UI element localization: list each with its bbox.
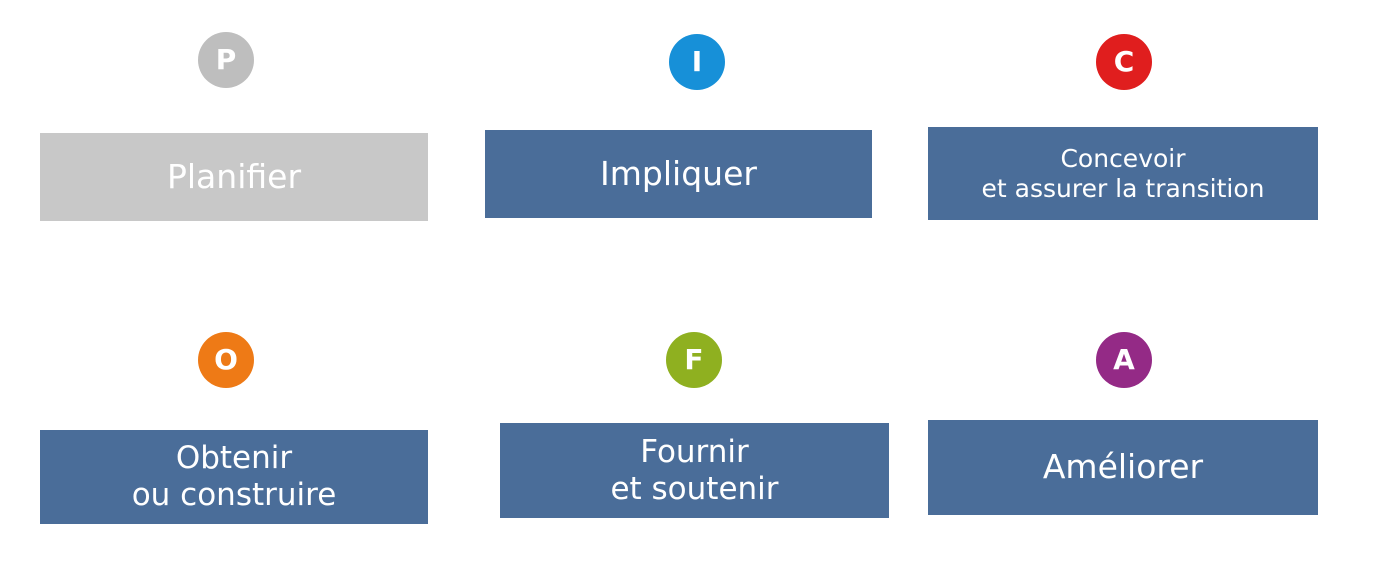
step-box-planifier: Planifier (40, 133, 428, 221)
step-label-fournir: Fournir et soutenir (610, 433, 779, 507)
step-label-obtenir: Obtenir ou construire (131, 440, 337, 513)
badge-c-icon: C (1096, 34, 1152, 90)
step-label-ameliorer: Améliorer (1042, 447, 1204, 487)
badge-f-icon: F (666, 332, 722, 388)
step-box-ameliorer: Améliorer (928, 420, 1318, 515)
badge-i-icon: I (669, 34, 725, 90)
step-box-impliquer: Impliquer (485, 130, 872, 218)
badge-o-icon: O (198, 332, 254, 388)
step-box-fournir: Fournir et soutenir (500, 423, 889, 518)
step-box-concevoir: Concevoir et assurer la transition (928, 127, 1318, 220)
step-label-impliquer: Impliquer (600, 153, 757, 193)
step-label-planifier: Planifier (166, 156, 302, 196)
step-box-obtenir: Obtenir ou construire (40, 430, 428, 524)
badge-a-icon: A (1096, 332, 1152, 388)
step-label-concevoir: Concevoir et assurer la transition (981, 144, 1265, 203)
badge-p-icon: P (198, 32, 254, 88)
